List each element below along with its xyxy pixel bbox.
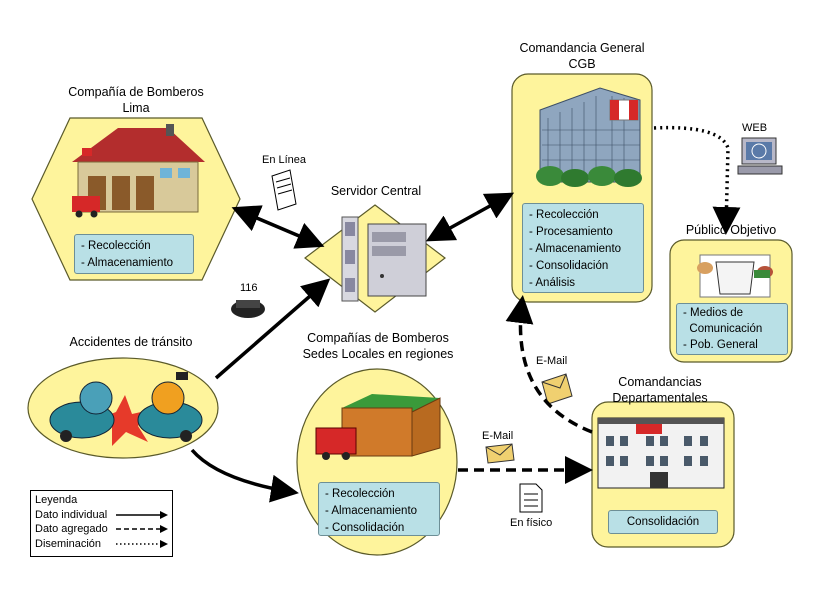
publico-item: Comunicación bbox=[683, 323, 763, 335]
legend-row-agregado: Dato agregado bbox=[35, 522, 168, 537]
publico-title: Público Objetivo bbox=[685, 223, 777, 237]
email-up-label: E-Mail bbox=[536, 355, 568, 367]
publico-item: - Medios de bbox=[683, 307, 744, 319]
cgb-item: - Recolección bbox=[529, 209, 599, 221]
cgb-building-icon bbox=[536, 87, 642, 187]
lima-item: - Almacenamiento bbox=[81, 257, 174, 269]
legend-solid-arrow-icon bbox=[116, 510, 168, 519]
envelope-up-icon bbox=[541, 373, 573, 405]
phone-number-label: 116 bbox=[240, 282, 258, 294]
legend-title: Leyenda bbox=[35, 494, 78, 506]
departamentales-item: Consolidación bbox=[626, 516, 700, 528]
en-linea-label: En Línea bbox=[262, 154, 307, 166]
legend-row-individual: Dato individual bbox=[35, 508, 168, 523]
cgb-item: - Almacenamiento bbox=[529, 243, 622, 255]
lima-box: - Recolección - Almacenamiento bbox=[74, 234, 194, 274]
regiones-item: - Consolidación bbox=[325, 522, 405, 534]
lima-title: Compañía de Bomberos Lima bbox=[68, 85, 204, 115]
cgb-item: - Análisis bbox=[529, 277, 576, 289]
departamentales-title: Comandancias Departamentales bbox=[612, 375, 708, 405]
regiones-box: - Recolección - Almacenamiento - Consoli… bbox=[318, 482, 440, 536]
phone-icon bbox=[231, 300, 265, 318]
legend-dotted-arrow-icon bbox=[116, 539, 168, 548]
car-crash-icon bbox=[49, 372, 203, 446]
email-right-label: E-Mail bbox=[482, 430, 514, 442]
arrow-departamentales-cgb bbox=[505, 295, 593, 434]
legend: Leyenda Dato individual Dato agregado Di… bbox=[30, 490, 173, 557]
cgb-item: - Consolidación bbox=[529, 260, 609, 272]
arrow-accidentes-regiones bbox=[190, 448, 299, 503]
document-en-linea-icon bbox=[271, 169, 297, 211]
publico-box: - Medios de Comunicación - Pob. General bbox=[676, 303, 788, 355]
arrow-lima-servidor bbox=[231, 205, 325, 249]
regional-station-icon bbox=[315, 394, 441, 460]
legend-dashed-arrow-icon bbox=[116, 525, 168, 533]
en-fisico-label: En físico bbox=[510, 517, 553, 529]
cgb-box: - Recolección - Procesamiento - Almacena… bbox=[522, 203, 644, 293]
regiones-item: - Almacenamiento bbox=[325, 505, 418, 517]
document-en-fisico-icon bbox=[519, 483, 543, 513]
regiones-title: Compañías de Bomberos Sedes Locales en r… bbox=[302, 331, 454, 361]
servidor-title: Servidor Central bbox=[330, 184, 422, 198]
arrow-cgb-publico bbox=[653, 125, 741, 235]
departmental-building-icon bbox=[597, 417, 725, 489]
arrow-accidentes-servidor bbox=[214, 278, 331, 380]
publico-item: - Pob. General bbox=[683, 339, 758, 351]
web-computer-icon bbox=[737, 137, 783, 175]
people-newspaper-icon bbox=[697, 254, 773, 298]
regiones-item: - Recolección bbox=[325, 488, 395, 500]
fire-station-icon bbox=[72, 124, 205, 218]
legend-row-diseminacion: Diseminación bbox=[35, 537, 168, 552]
cgb-title: Comandancia General CGB bbox=[519, 41, 645, 71]
web-label: WEB bbox=[742, 122, 768, 134]
envelope-right-icon bbox=[485, 443, 515, 464]
lima-item: - Recolección bbox=[81, 240, 151, 252]
cgb-item: - Procesamiento bbox=[529, 226, 613, 238]
accidentes-title: Accidentes de tránsito bbox=[69, 335, 193, 349]
departamentales-box: Consolidación bbox=[608, 510, 718, 534]
arrow-servidor-cgb bbox=[425, 192, 515, 242]
server-icon bbox=[341, 216, 427, 302]
